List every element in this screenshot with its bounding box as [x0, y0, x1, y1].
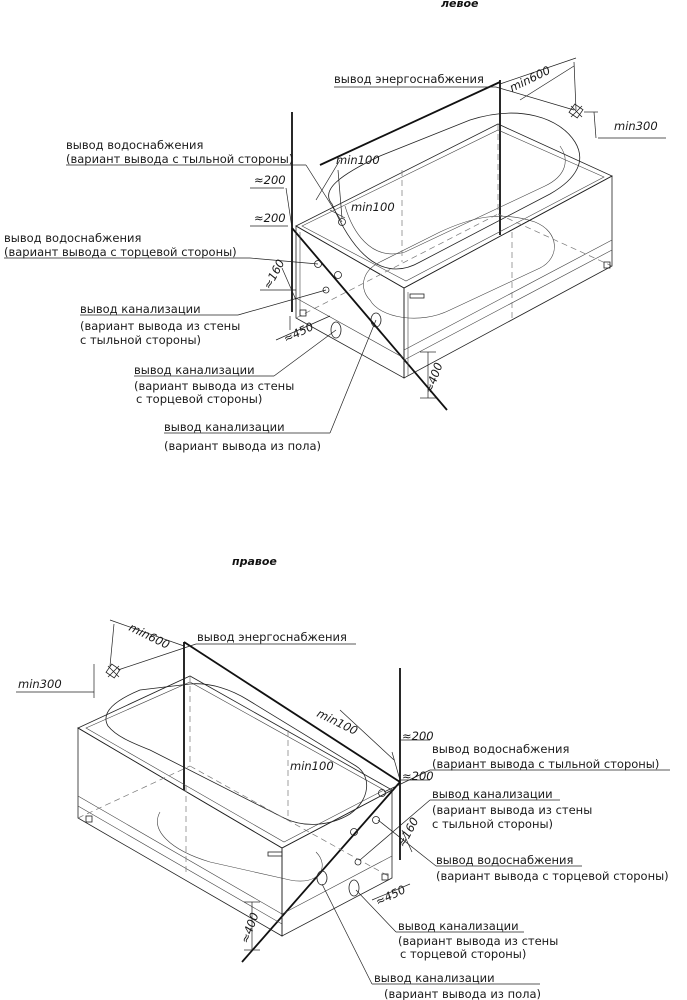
left-drain-floor-note: (вариант вывода из пола) — [164, 439, 321, 453]
left-tub — [295, 112, 613, 379]
right-outlets — [105, 663, 386, 897]
left-label-leaders — [4, 86, 575, 434]
left-drain-floor-label: вывод канализации — [164, 420, 285, 434]
right-dim-200-a: ≈200 — [402, 729, 434, 743]
left-walls — [291, 80, 501, 411]
left-water-end-label: вывод водоснабжения — [4, 231, 141, 245]
drain-back-outlet-icon — [354, 858, 362, 866]
left-dim-min300: min300 — [614, 119, 658, 133]
left-dim-200-b: ≈200 — [254, 211, 286, 225]
left-power-label: вывод энергоснабжения — [334, 72, 484, 86]
left-dim-min600: min600 — [507, 63, 552, 95]
right-dim-160: ≈160 — [394, 815, 421, 849]
right-drain-back-note-1: (вариант вывода из стены — [432, 803, 592, 817]
right-dim-200-b: ≈200 — [402, 769, 434, 783]
drain-floor-outlet-icon — [370, 312, 382, 328]
left-drain-end-note-2: с торцевой стороны) — [136, 392, 262, 406]
left-title: левое — [441, 0, 479, 10]
left-variant: левое — [4, 0, 666, 453]
right-dim-min600: min600 — [127, 620, 172, 652]
left-dim-160: ≈160 — [260, 257, 287, 291]
left-dim-min100-a: min100 — [336, 153, 380, 167]
water-end-outlet-icon — [372, 816, 380, 824]
right-water-back-note: (вариант вывода с тыльной стороны) — [432, 757, 659, 771]
water-back-outlet-icon — [378, 789, 386, 797]
right-label-leaders — [117, 643, 670, 985]
right-dim-min100-b: min100 — [290, 759, 334, 773]
right-water-back-label: вывод водоснабжения — [432, 742, 569, 756]
right-drain-end-note-1: (вариант вывода из стены — [398, 934, 558, 948]
drain-back-outlet-icon — [322, 286, 330, 294]
right-dim-400: ≈400 — [238, 911, 262, 945]
drain-end-outlet-icon — [348, 879, 360, 897]
right-dim-min300: min300 — [18, 677, 62, 691]
right-drain-back-note-2: с тыльной стороны) — [432, 817, 553, 831]
right-walls — [183, 641, 401, 963]
drain-end-outlet-icon — [330, 321, 342, 339]
right-water-end-note: (вариант вывода с торцевой стороны) — [436, 869, 669, 883]
water-back-outlet-icon — [338, 218, 346, 226]
left-dim-200-a: ≈200 — [254, 173, 286, 187]
left-water-back-label: вывод водоснабжения — [66, 138, 203, 152]
right-drain-end-note-2: с торцевой стороны) — [400, 947, 526, 961]
left-drain-back-note-2: с тыльной стороны) — [80, 333, 201, 347]
left-water-end-note: (вариант вывода с торцевой стороны) — [4, 245, 237, 259]
left-dim-min100-b: min100 — [351, 200, 395, 214]
right-title: правое — [232, 555, 277, 568]
drain-floor-outlet-icon — [316, 870, 328, 886]
right-drain-back-label: вывод канализации — [432, 787, 553, 801]
left-drain-back-label: вывод канализации — [80, 302, 201, 316]
left-dim-400: ≈400 — [422, 361, 446, 395]
right-variant: правое — [16, 555, 670, 1000]
left-drain-back-note-1: (вариант вывода из стены — [80, 319, 240, 333]
left-dim-450: ≈450 — [281, 319, 316, 345]
left-dimension-lines — [250, 57, 666, 399]
right-dimension-lines — [16, 619, 430, 951]
left-drain-end-note-1: (вариант вывода из стены — [134, 379, 294, 393]
right-drain-floor-label: вывод канализации — [374, 971, 495, 985]
right-power-label: вывод энергоснабжения — [197, 630, 347, 644]
left-water-back-note: (вариант вывода с тыльной стороны) — [66, 152, 293, 166]
left-drain-end-label: вывод канализации — [134, 363, 255, 377]
right-water-end-label: вывод водоснабжения — [436, 853, 573, 867]
right-drain-floor-note: (вариант вывода из пола) — [384, 987, 541, 1000]
right-dim-450: ≈450 — [373, 882, 408, 908]
right-drain-end-label: вывод канализации — [398, 919, 519, 933]
right-dim-min100-a: min100 — [315, 706, 360, 738]
